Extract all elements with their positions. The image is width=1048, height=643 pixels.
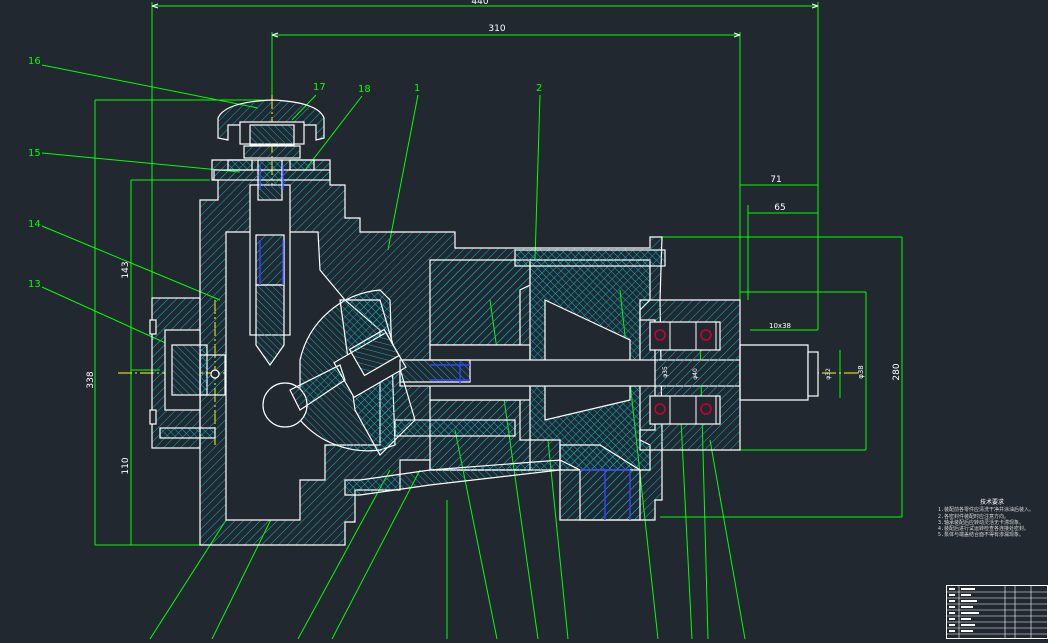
balloon-2: 2 bbox=[536, 83, 542, 94]
dimension-arrows bbox=[151, 3, 819, 38]
dim-right-71: 71 bbox=[770, 175, 781, 185]
dim-bearing-40: φ40 bbox=[692, 368, 699, 380]
dim-key-spec: 10x38 bbox=[769, 322, 791, 330]
balloon-14: 14 bbox=[28, 219, 41, 230]
bearing-seals bbox=[654, 329, 712, 415]
notes-line-2: 2.各密封件装配时应注意方向。 bbox=[938, 513, 1010, 520]
technical-notes: 技术要求 1.装配前各零件应清洗干净并涂油后装入。 2.各密封件装配时应注意方向… bbox=[938, 499, 1046, 539]
dim-shaft-38: φ38 bbox=[857, 365, 865, 379]
dim-bearing-35: φ35 bbox=[662, 366, 669, 378]
bearing-balls bbox=[649, 321, 717, 425]
adjusting-knob bbox=[213, 99, 331, 181]
hidden-lines bbox=[259, 165, 631, 520]
dim-right-65: 65 bbox=[774, 203, 785, 213]
balloon-17: 17 bbox=[313, 82, 326, 93]
notes-line-1: 1.装配前各零件应清洗干净并涂油后装入。 bbox=[938, 507, 1035, 514]
balloon-labels: 16 17 18 1 2 15 14 13 bbox=[28, 56, 542, 290]
dim-height-upper: 143 bbox=[121, 261, 131, 278]
dimension-texts: 440 310 338 143 110 71 65 10x38 280 φ38 … bbox=[86, 0, 902, 475]
swash-plate-assembly bbox=[262, 289, 471, 456]
dim-body-length: 310 bbox=[488, 24, 505, 34]
balloon-16: 16 bbox=[28, 56, 41, 67]
balloon-18: 18 bbox=[358, 84, 371, 95]
left-end-cap bbox=[149, 297, 226, 449]
dim-height-lower: 110 bbox=[121, 457, 131, 474]
notes-title: 技术要求 bbox=[979, 499, 1004, 506]
balloon-1: 1 bbox=[414, 83, 420, 94]
dim-280: 280 bbox=[892, 363, 902, 380]
title-block bbox=[946, 585, 1048, 639]
balloon-15: 15 bbox=[28, 148, 41, 159]
notes-line-4: 4.装配后进行试运转检查各连接处密封。 bbox=[938, 526, 1030, 533]
dimension-lines bbox=[94, 2, 903, 546]
dim-shaft-32: φ32 bbox=[825, 368, 832, 380]
pump-housing bbox=[199, 159, 819, 546]
dim-overall-length: 440 bbox=[471, 0, 488, 7]
notes-line-3: 3.轴承装配后应转动灵活无卡滞现象。 bbox=[938, 519, 1025, 526]
balloon-13: 13 bbox=[28, 279, 41, 290]
notes-line-5: 5.泵体与端盖结合面不得有渗漏现象。 bbox=[938, 532, 1025, 539]
dim-height-total: 338 bbox=[86, 371, 96, 388]
